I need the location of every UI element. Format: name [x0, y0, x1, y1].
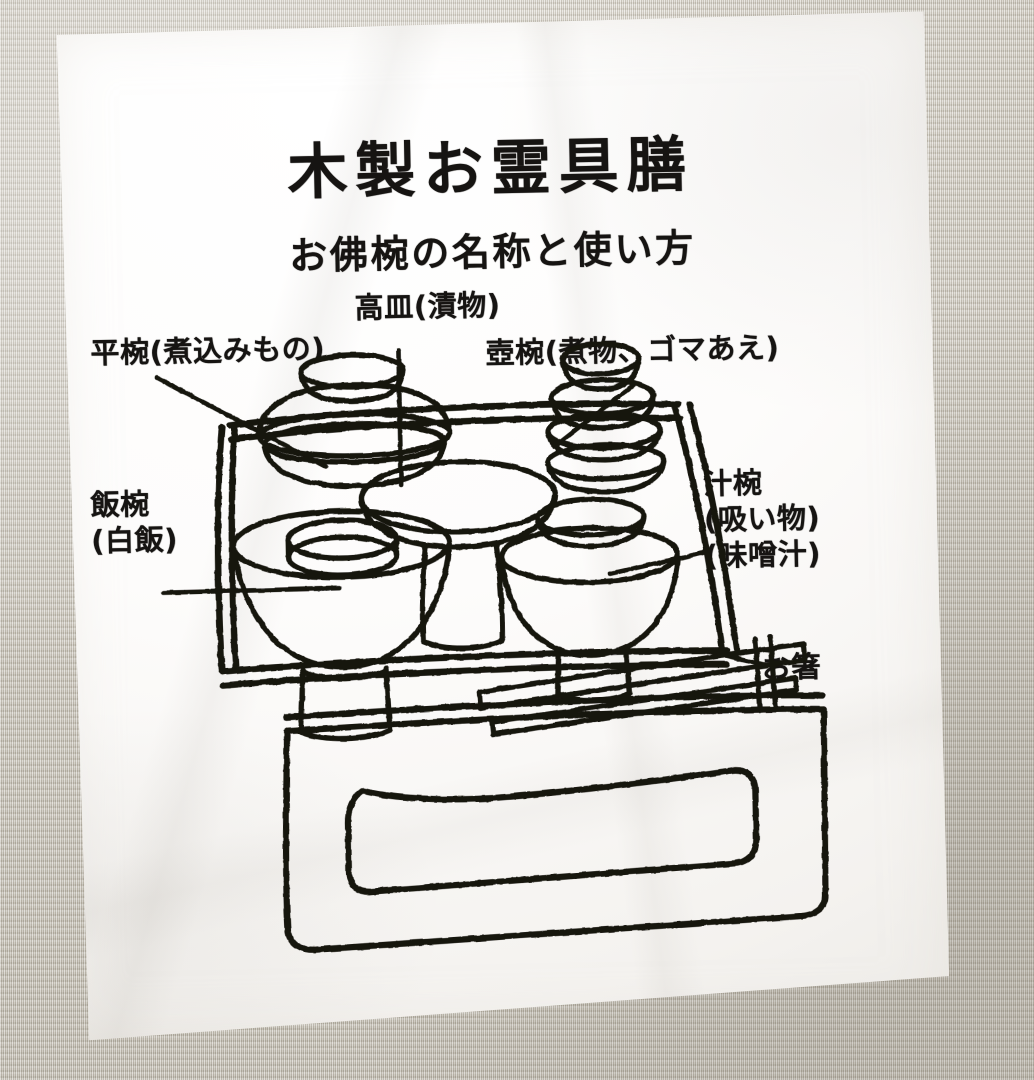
bowl-hirawan — [258, 353, 451, 488]
ozen-box — [283, 694, 829, 950]
leader-lines — [157, 344, 765, 677]
bowl-tsubowan — [545, 343, 664, 493]
ink-layer: 木製お霊具膳 お佛椀の名称と使い方 高皿(漬物) 平椀(煮込みもの) 壺椀(煮物… — [46, 7, 950, 1045]
bowl-meshiwan — [233, 509, 454, 741]
ozen-line-drawing — [46, 7, 950, 1045]
bowl-shiruwan — [500, 497, 680, 701]
dish-takazara — [361, 460, 559, 650]
paper-sheet: 木製お霊具膳 お佛椀の名称と使い方 高皿(漬物) 平椀(煮込みもの) 壺椀(煮物… — [46, 7, 950, 1045]
